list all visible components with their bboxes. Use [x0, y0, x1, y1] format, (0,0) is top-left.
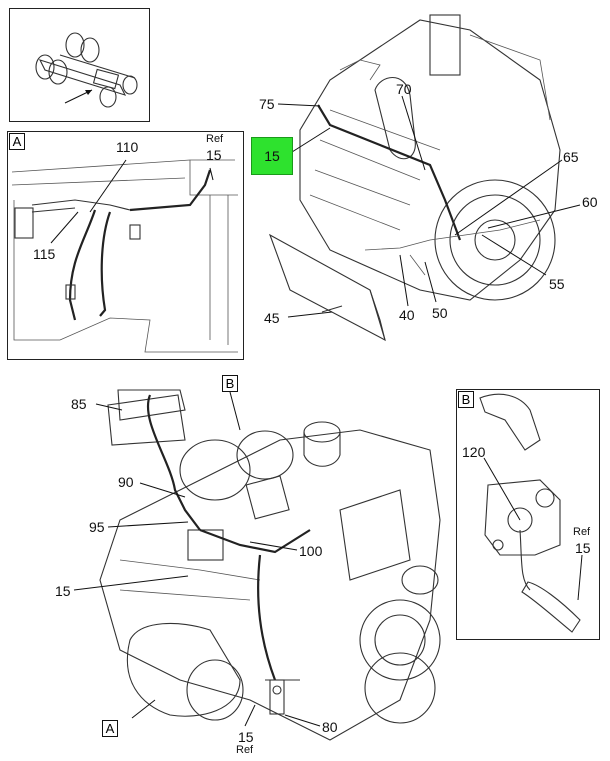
inset-a-tag: A: [9, 133, 25, 150]
callout-80: 80: [322, 719, 338, 735]
callout-120: 120: [462, 444, 486, 460]
callout-75: 75: [259, 96, 275, 112]
inset-b-sensor-drawing: [479, 393, 581, 633]
callout-15-bottom: 15: [55, 583, 71, 599]
bottom-ref-label: Ref: [236, 744, 254, 756]
callout-95: 95: [89, 519, 105, 535]
truck-chassis-icon: [35, 32, 138, 108]
callout-40: 40: [399, 307, 415, 323]
bottom-ref-number: 15: [238, 729, 254, 745]
callout-90: 90: [118, 474, 134, 490]
callout-50: 50: [432, 305, 448, 321]
inset-a-panel: [7, 131, 244, 360]
engine-transmission-drawing: [268, 14, 561, 342]
highlighted-callout-15[interactable]: 15: [251, 137, 293, 175]
callout-85: 85: [71, 396, 87, 412]
vehicle-locator-panel: [9, 8, 150, 122]
callout-55: 55: [549, 276, 565, 292]
callout-110: 110: [116, 139, 139, 155]
inset-a-ref-number: 15: [206, 147, 222, 163]
inset-a-harness-drawing: [11, 159, 238, 353]
callout-115: 115: [33, 246, 56, 262]
callout-60: 60: [582, 194, 598, 210]
callout-45: 45: [264, 310, 280, 326]
engine-front-drawing: [99, 389, 441, 741]
callout-70: 70: [396, 81, 412, 97]
inset-b-ref-number: 15: [575, 540, 591, 556]
main-view-b-tag: B: [222, 375, 238, 392]
leader-lines: [50, 95, 583, 727]
inset-a-ref-label: Ref: [206, 133, 224, 145]
inset-b-ref-label: Ref: [573, 526, 591, 538]
main-view-a-tag: A: [102, 720, 118, 737]
inset-b-panel: [456, 389, 600, 640]
callout-65: 65: [563, 149, 579, 165]
inset-b-tag: B: [458, 391, 474, 408]
callout-100: 100: [299, 543, 323, 559]
